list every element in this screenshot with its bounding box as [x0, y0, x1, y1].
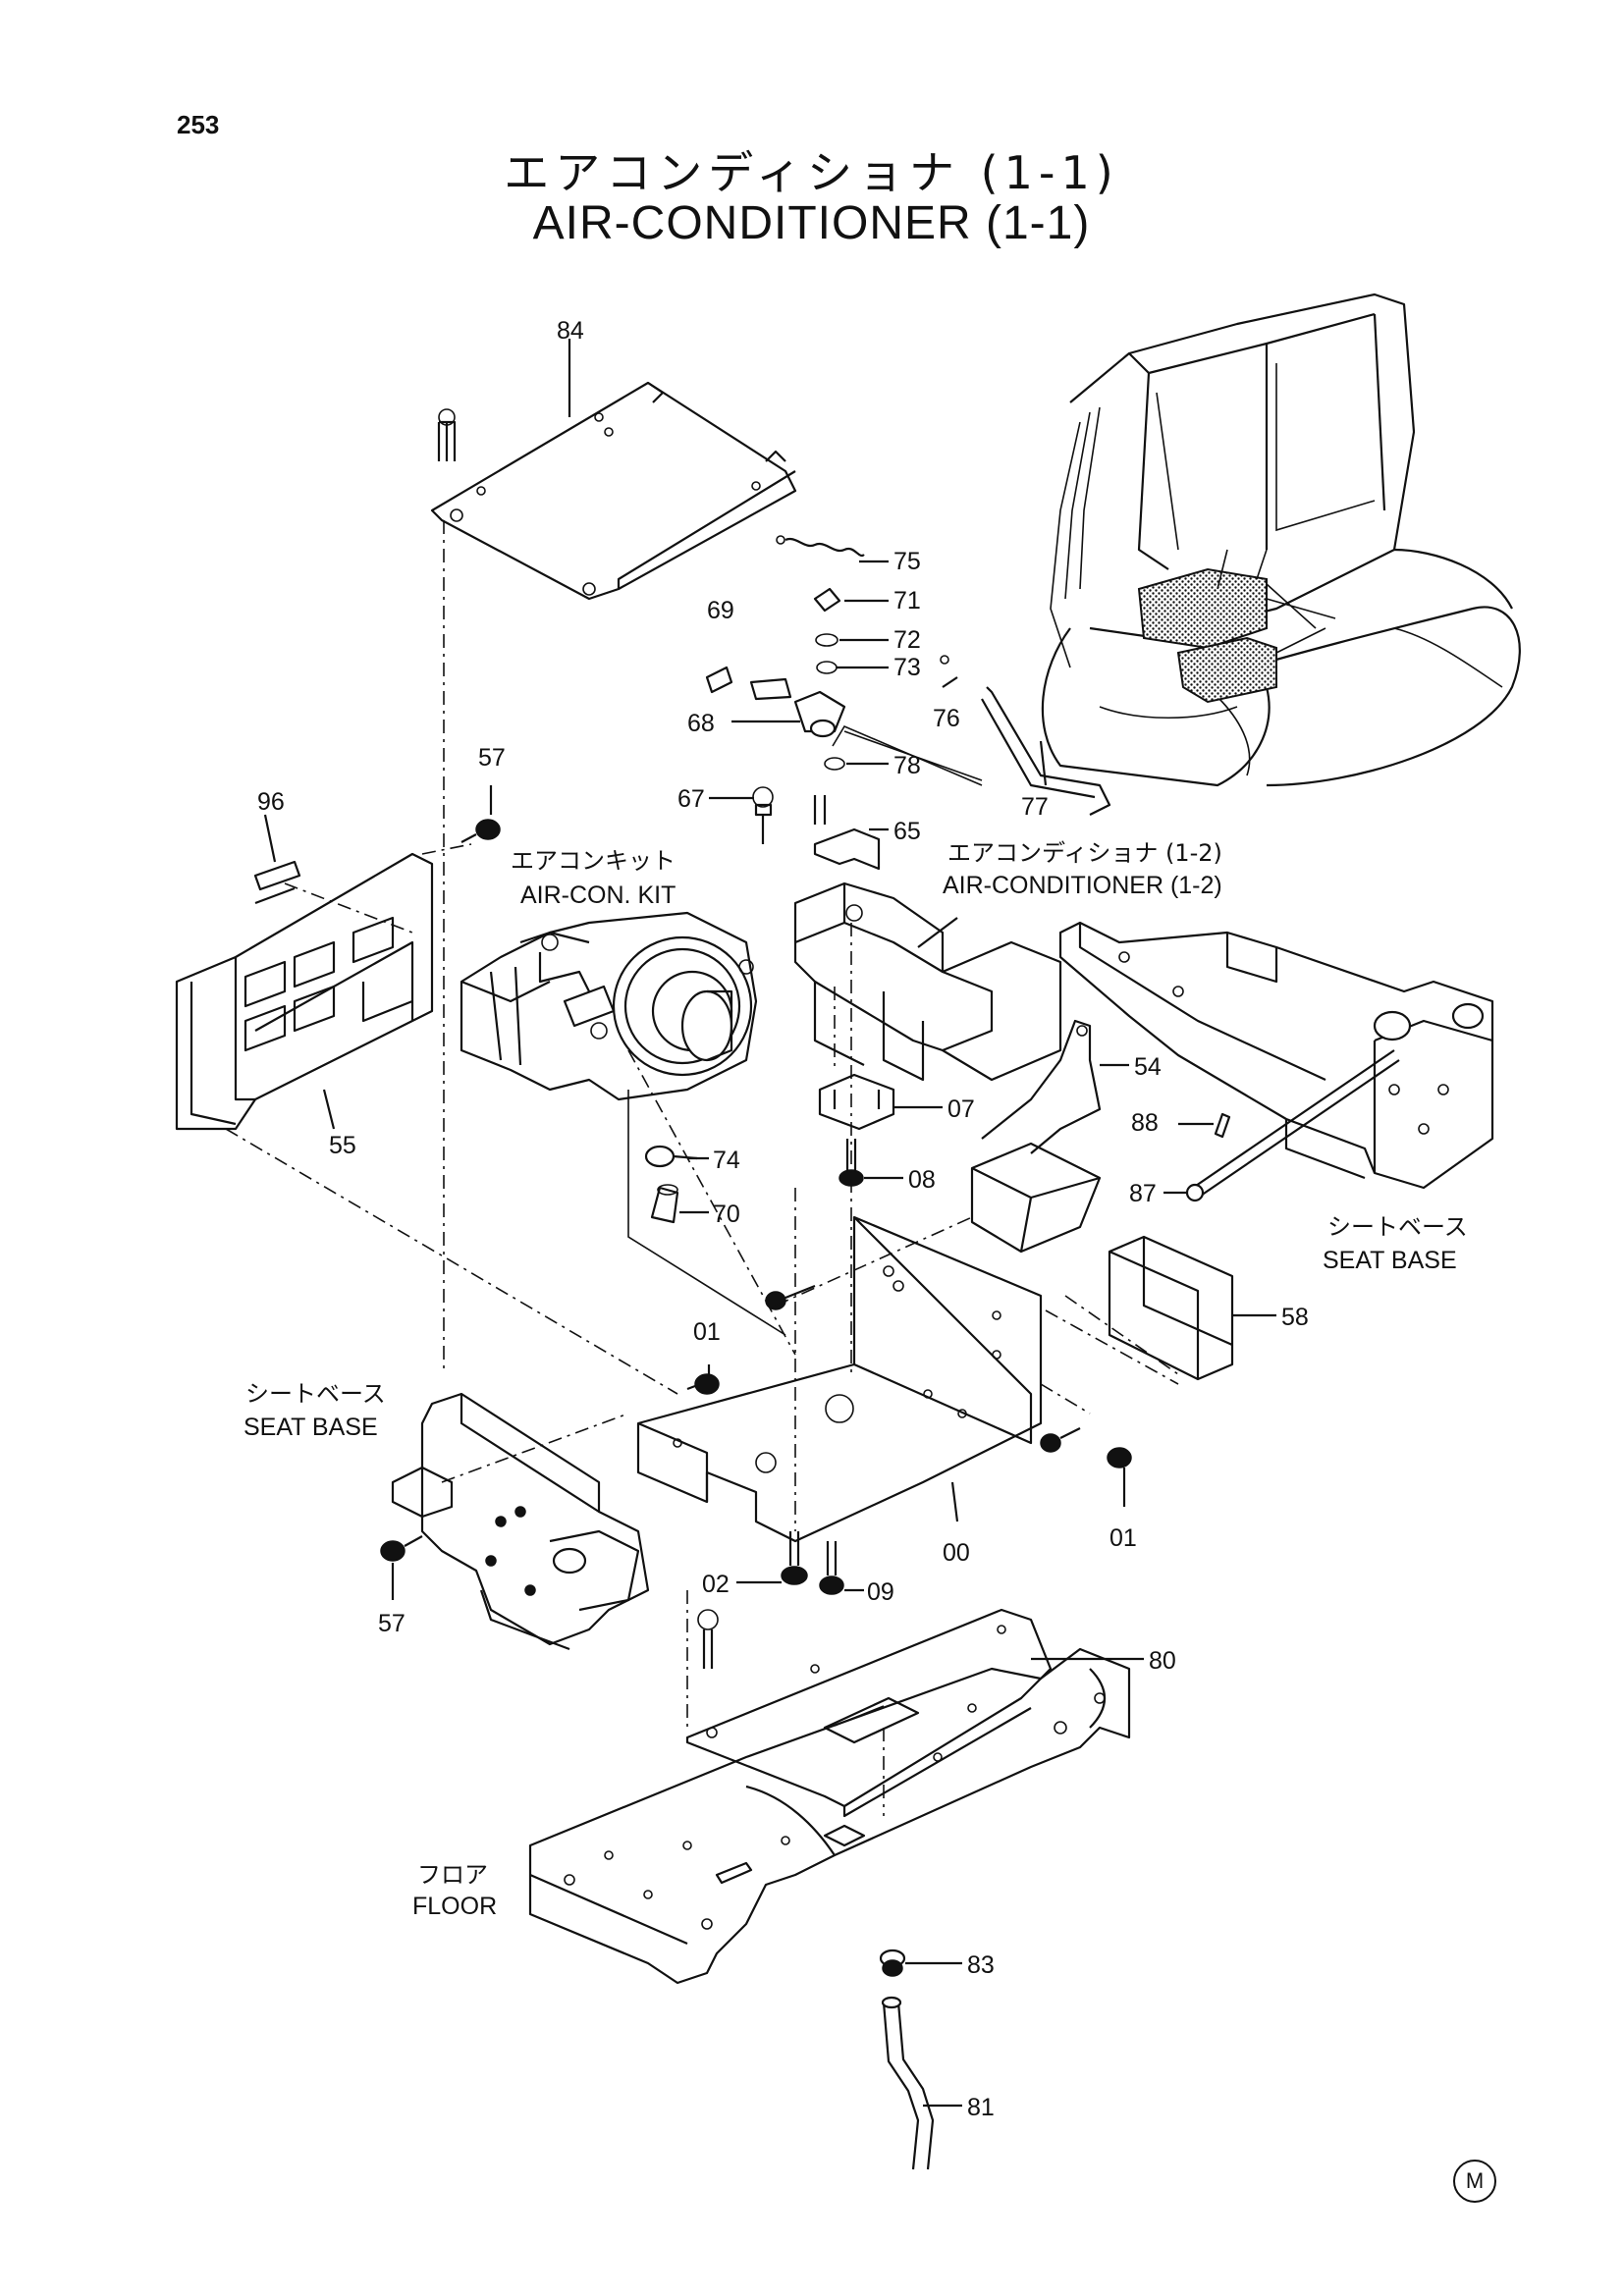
- callout-58: 58: [1281, 1304, 1309, 1331]
- part-83-grommet: [879, 1949, 962, 1977]
- note-seat-base-left-en: SEAT BASE: [243, 1414, 378, 1441]
- callout-68: 68: [687, 710, 715, 737]
- bolt-right-mid: [1040, 1427, 1081, 1453]
- callout-08: 08: [908, 1166, 936, 1194]
- callout-73: 73: [893, 654, 921, 681]
- callout-55: 55: [329, 1132, 356, 1159]
- linkage-parts: [705, 535, 1111, 871]
- seat-base-right: [1058, 921, 1494, 1190]
- part-88-pin: [1178, 1112, 1231, 1139]
- page-number: 253: [177, 110, 220, 139]
- part-57-bolt-upper: [460, 785, 501, 843]
- part-81-hose: [881, 1996, 962, 2170]
- part-58-box: [1108, 1235, 1276, 1381]
- callout-81: 81: [967, 2094, 995, 2121]
- callout-69: 69: [707, 597, 734, 624]
- reference-notes: エアコンキット AIR-CON. KIT エアコンディショナ (1-2) AIR…: [243, 839, 1468, 1920]
- callout-70: 70: [713, 1201, 740, 1228]
- callout-00: 00: [943, 1539, 970, 1567]
- part-96-label-plate: [253, 814, 301, 891]
- callout-96: 96: [257, 788, 285, 816]
- part-01-bolt-left: [686, 1364, 720, 1395]
- callout-65: 65: [893, 818, 921, 845]
- callout-07: 07: [947, 1095, 975, 1123]
- callout-87: 87: [1129, 1180, 1157, 1207]
- part-01-bolt-right: [1107, 1447, 1132, 1507]
- callout-01-left: 01: [693, 1318, 721, 1346]
- part-02-bolt: [736, 1531, 808, 1585]
- title-english: AIR-CONDITIONER (1-1): [532, 197, 1091, 249]
- callout-78: 78: [893, 752, 921, 779]
- duct-bracket: [793, 881, 1062, 1082]
- note-aircon-12-jp: エアコンディショナ (1-2): [947, 839, 1222, 867]
- part-87-shaft: [1163, 1049, 1400, 1202]
- title-japanese: エアコンディショナ (1-1): [504, 146, 1119, 199]
- seat-base-left: [391, 1392, 650, 1651]
- part-07-bracket: [818, 1073, 943, 1131]
- part-70-fitting: [650, 1184, 709, 1224]
- callout-09: 09: [867, 1578, 894, 1606]
- part-54-bracket: [981, 1019, 1129, 1154]
- excavator-overview-illustration: [1041, 293, 1521, 787]
- callout-labels: 84 75 71 72 73 69 68 76 77 78 67 65 57 9…: [257, 317, 1309, 2121]
- maker-mark: M: [1453, 2160, 1496, 2203]
- floor-panel: [528, 1647, 1131, 1985]
- part-74-clamp: [644, 1145, 709, 1168]
- callout-74: 74: [713, 1147, 740, 1174]
- callout-83: 83: [967, 1951, 995, 1979]
- callout-75: 75: [893, 548, 921, 575]
- callout-02: 02: [702, 1571, 730, 1598]
- bolt-plate-left: [765, 1284, 816, 1310]
- callout-71: 71: [893, 587, 921, 614]
- callout-77: 77: [1021, 793, 1049, 821]
- leader-aircon-12: [917, 917, 958, 948]
- note-seat-base-right-jp: シートベース: [1327, 1213, 1468, 1241]
- part-80-floor-plate: [685, 1608, 1144, 1818]
- callout-54: 54: [1134, 1053, 1162, 1081]
- aircon-kit-unit: [460, 911, 786, 1336]
- note-aircon-kit-en: AIR-CON. KIT: [520, 881, 676, 909]
- part-84-cover-plate: [430, 381, 797, 601]
- note-aircon-kit-jp: エアコンキット: [511, 847, 676, 875]
- callout-88: 88: [1131, 1109, 1159, 1137]
- note-seat-base-right-en: SEAT BASE: [1323, 1247, 1457, 1274]
- leader-lines-linkage: [709, 560, 1048, 831]
- note-floor-en: FLOOR: [412, 1893, 497, 1920]
- part-55-housing: [175, 852, 434, 1131]
- note-floor-jp: フロア: [417, 1861, 488, 1889]
- cushion-block: [970, 1142, 1102, 1254]
- callout-76: 76: [933, 705, 960, 732]
- note-aircon-12-en: AIR-CONDITIONER (1-2): [943, 872, 1222, 899]
- callout-72: 72: [893, 626, 921, 654]
- callout-67: 67: [677, 785, 705, 813]
- part-00-support-plate: [636, 1215, 1043, 1543]
- note-seat-base-left-jp: シートベース: [245, 1380, 386, 1408]
- part-09-bolt: [819, 1541, 864, 1595]
- callout-57-lower: 57: [378, 1610, 406, 1637]
- callout-80: 80: [1149, 1647, 1176, 1675]
- callout-84: 84: [557, 317, 584, 345]
- callout-57-upper: 57: [478, 744, 506, 772]
- assembly-lines: [225, 843, 1179, 1816]
- callout-01-right: 01: [1109, 1524, 1137, 1552]
- part-57-bolt-lower: [380, 1535, 423, 1600]
- part-08-bolt: [839, 1139, 903, 1187]
